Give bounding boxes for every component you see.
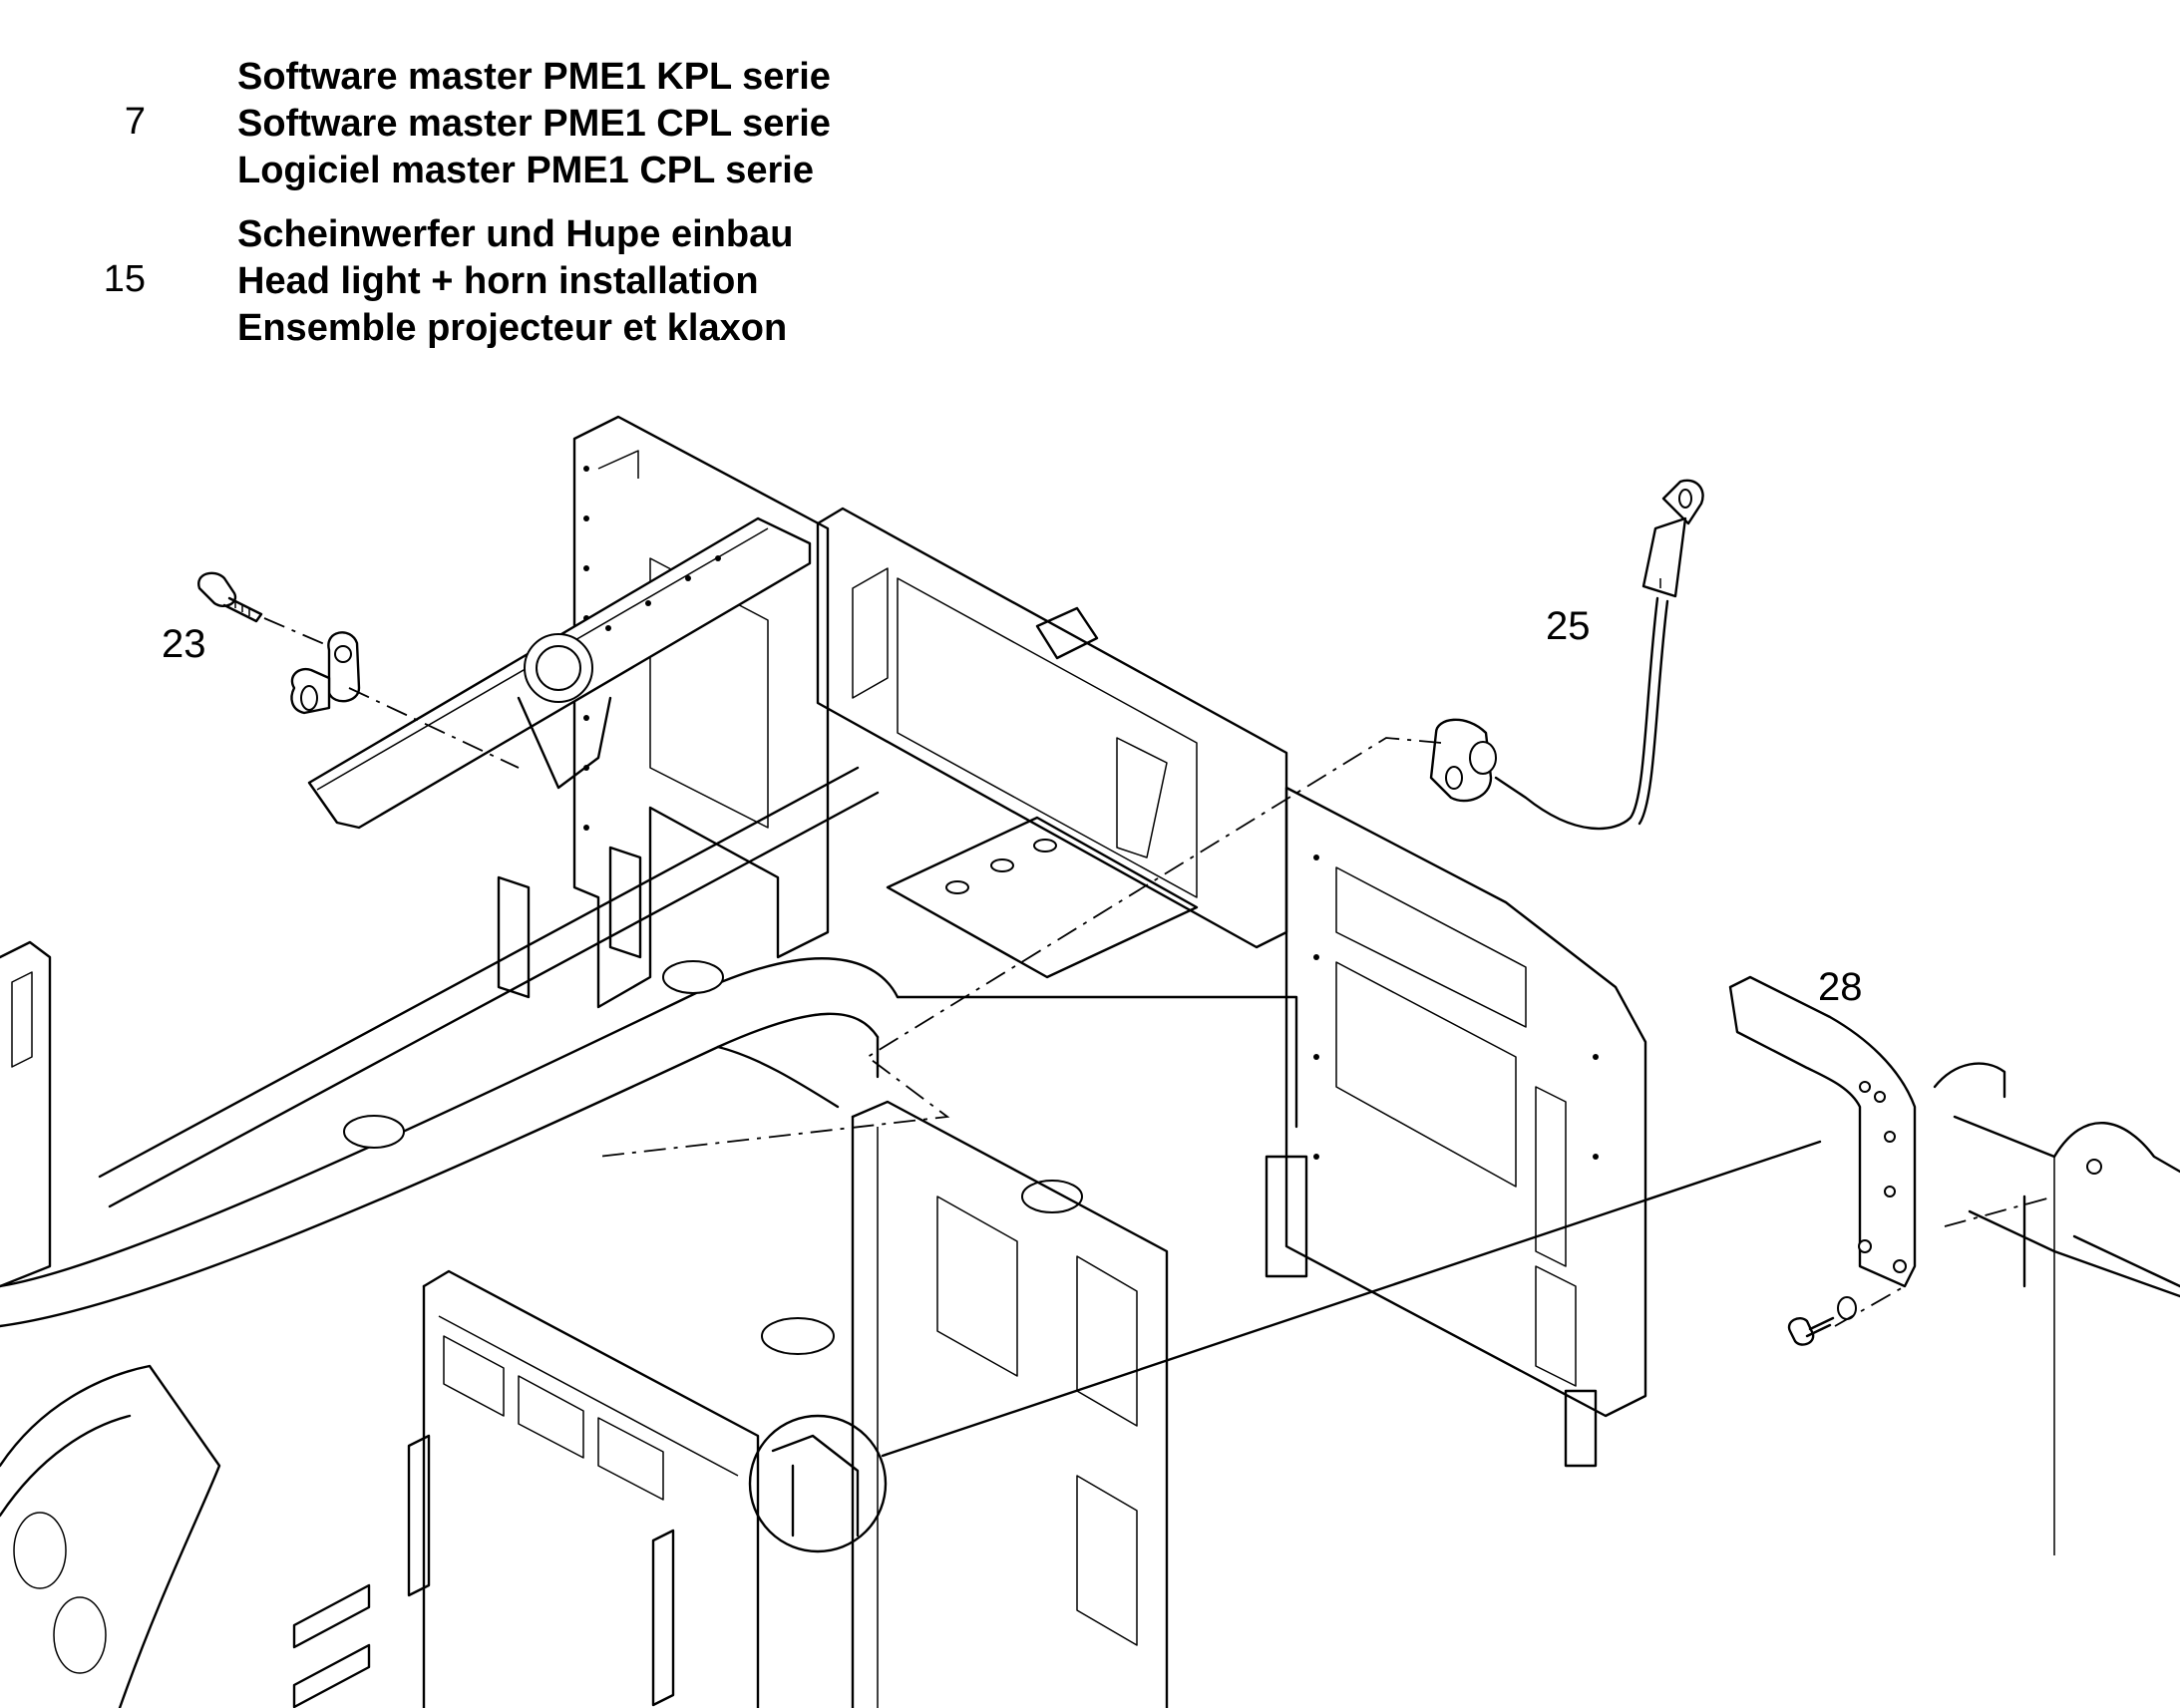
left-edge-component [0, 940, 52, 1288]
legend-item-7: 7 Software master PME1 KPL serie Softwar… [125, 54, 917, 194]
detail-callout-circle [748, 1140, 1822, 1553]
legend-line-german: Software master PME1 KPL serie [237, 56, 831, 98]
floor-plate [343, 816, 1199, 1355]
legend-line-french: Logiciel master PME1 CPL serie [237, 150, 814, 191]
chassis-beams [0, 766, 1298, 1328]
assembly-axis-lines [263, 617, 2055, 1327]
upper-cross-bar [307, 516, 812, 999]
callout-number-25: 25 [1546, 604, 1591, 648]
part-28-bracket-plate [1728, 975, 1917, 1346]
front-left-frame-plate [407, 1269, 760, 1708]
central-rear-panel [816, 507, 1288, 949]
legend-line-german: Scheinwerfer und Hupe einbau [237, 213, 794, 255]
part-23-bolt-and-clamp [197, 571, 361, 715]
part-25-cable-assembly [1429, 479, 1704, 831]
right-edge-component [1933, 1062, 2180, 1555]
lower-left-panel [0, 1364, 371, 1708]
legend-line-english: Head light + horn installation [237, 260, 759, 302]
legend-number: 15 [103, 258, 146, 300]
legend-number: 7 [124, 101, 146, 143]
legend-item-15: 15 Scheinwerfer und Hupe einbau Head lig… [104, 211, 917, 352]
callout-number-23: 23 [162, 622, 206, 666]
callout-number-28: 28 [1818, 965, 1863, 1009]
legend-line-english: Software master PME1 CPL serie [237, 103, 831, 145]
legend-line-french: Ensemble projecteur et klaxon [237, 307, 788, 349]
central-front-frame [851, 1100, 1598, 1708]
right-side-frame-plate [1284, 786, 1647, 1418]
